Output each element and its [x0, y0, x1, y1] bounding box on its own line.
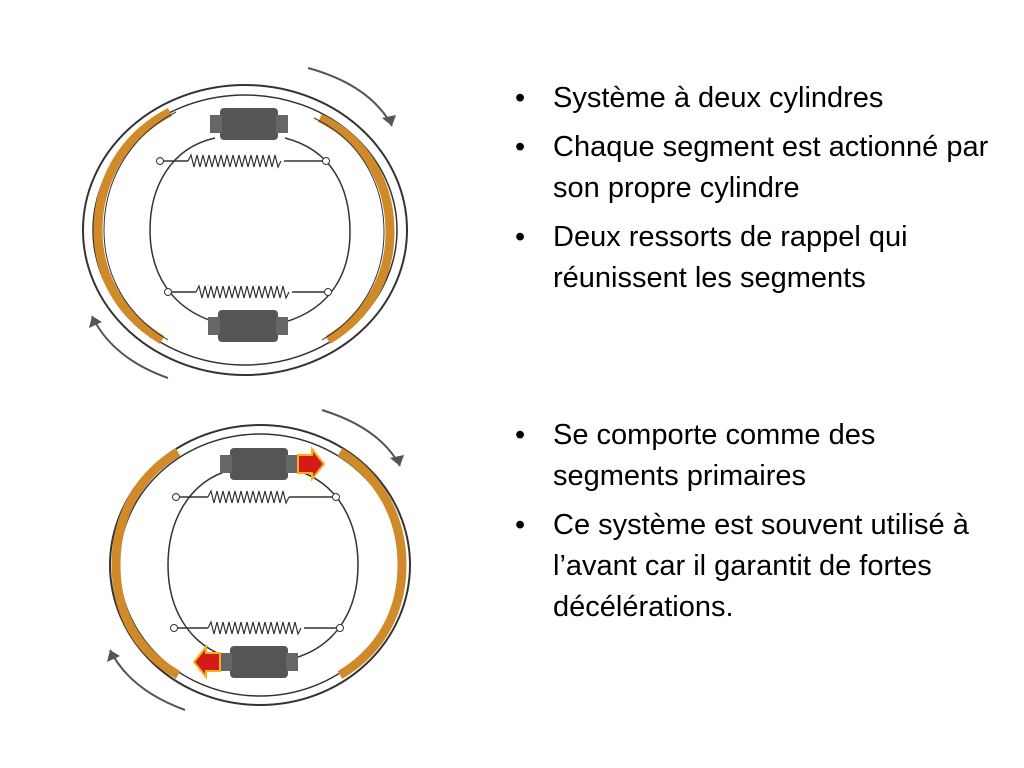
brake-lining-left — [111, 448, 181, 679]
bullet-dot: • — [515, 82, 526, 114]
wheel-cylinder-top — [230, 448, 288, 480]
bullet-dot: • — [515, 221, 526, 253]
brake-shoe-web-right — [294, 469, 359, 659]
bullet-item: • Se comporte comme des segments primaire… — [515, 415, 1005, 497]
bullet-item: • Ce système est souvent utilisé à l’avan… — [515, 505, 1005, 628]
brake-diagram-top — [82, 67, 408, 379]
brake-drum-inner — [92, 94, 398, 366]
brake-drum-outer — [109, 424, 411, 706]
bullet-text: Système à deux cylindres — [553, 82, 884, 114]
bullet-item: • Système à deux cylindres — [515, 78, 1005, 119]
wheel-cylinder-bottom — [230, 646, 288, 678]
bullet-item: • Deux ressorts de rappel qui réunissent … — [515, 217, 1005, 299]
brake-diagram-bottom — [107, 409, 411, 711]
return-spring-top — [207, 489, 290, 505]
brake-drum-outer — [82, 84, 408, 376]
bullet-dot: • — [515, 131, 526, 163]
bullet-dot: • — [515, 419, 526, 451]
return-spring-top — [187, 153, 282, 169]
arrowhead-bottom-left — [89, 316, 102, 328]
wheel-cylinder-top — [220, 108, 278, 140]
bullet-dot: • — [515, 509, 526, 541]
brake-lining-right — [318, 113, 395, 344]
bullet-list-2: • Se comporte comme des segments primaire… — [515, 415, 1005, 636]
arrowhead-top-right — [390, 455, 404, 466]
brake-shoe-web-left — [167, 469, 231, 659]
brake-shoe-web-right — [284, 137, 351, 323]
return-spring-bottom — [195, 284, 290, 300]
bullet-text: Ce système est souvent utilisé à l’avant… — [553, 509, 969, 623]
rotation-arrow-bottom-left — [91, 315, 169, 379]
brake-shoe-web-left — [149, 137, 216, 323]
bullet-list-1: • Système à deux cylindres • Chaque segmen… — [515, 78, 1005, 307]
return-spring-bottom — [207, 620, 302, 636]
force-arrow-bottom — [192, 644, 221, 680]
bullet-text: Chaque segment est actionné par son prop… — [553, 131, 989, 204]
bullet-item: • Chaque segment est actionné par son pro… — [515, 127, 1005, 209]
rotation-arrow-top-right — [321, 409, 401, 467]
brake-lining-left — [93, 108, 173, 344]
force-arrow-top — [297, 446, 326, 482]
brake-lining-right — [337, 448, 407, 679]
bullet-text: Deux ressorts de rappel qui réunissent l… — [553, 221, 908, 294]
arrowhead-top-right — [382, 115, 396, 126]
arrowhead-bottom-left — [107, 650, 120, 662]
wheel-cylinder-bottom — [218, 310, 278, 342]
bullet-text: Se comporte comme des segments primaires — [553, 419, 876, 492]
